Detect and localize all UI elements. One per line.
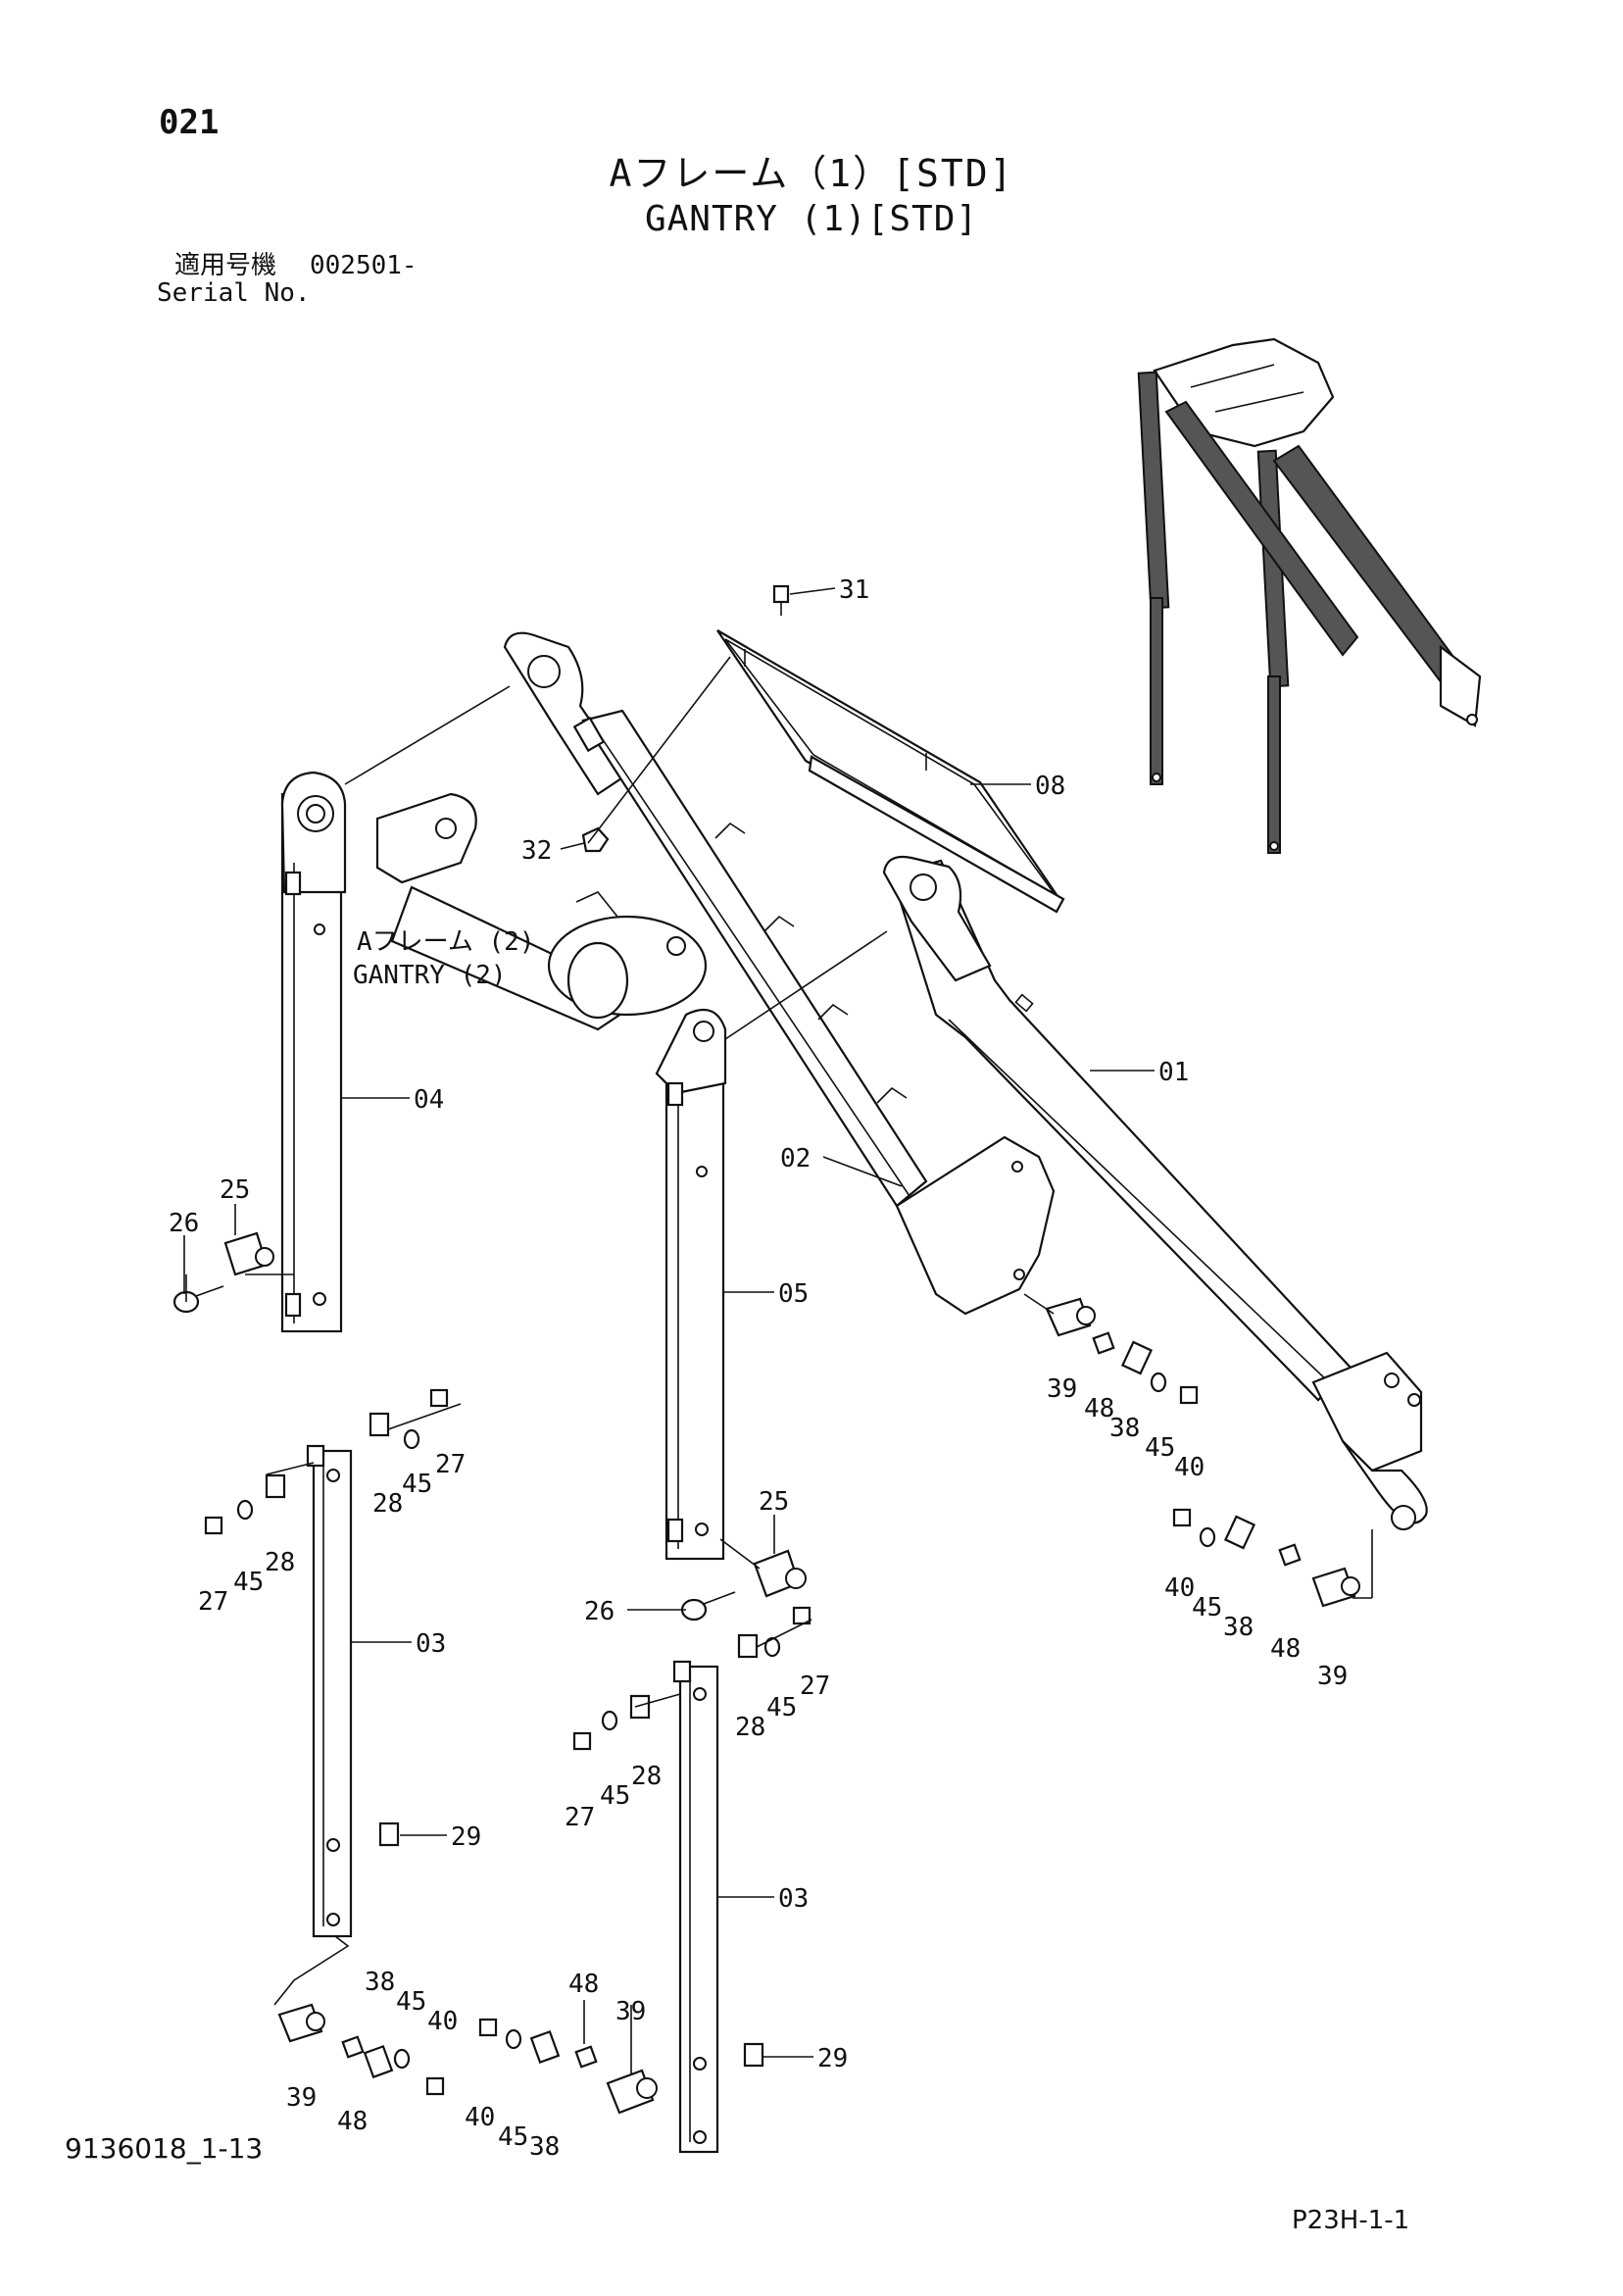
callout-40: 40 — [1174, 1453, 1205, 1482]
callout-28: 28 — [265, 1548, 295, 1577]
part-04-arm — [280, 771, 347, 1333]
callout-40: 40 — [465, 2103, 495, 2132]
callout-45: 45 — [1192, 1593, 1222, 1622]
callout-38: 38 — [1109, 1414, 1140, 1443]
callout-03: 03 — [778, 1884, 809, 1914]
callout-27: 27 — [565, 1803, 595, 1832]
callout-38: 38 — [529, 2132, 560, 2162]
callout-48: 48 — [337, 2107, 368, 2136]
part-08-plate — [716, 629, 1065, 914]
gantry-2-reference-label-english: GANTRY (2) — [353, 961, 507, 990]
callout-32: 32 — [521, 836, 552, 866]
part-01-arm — [882, 855, 1428, 1530]
callout-40: 40 — [1164, 1573, 1195, 1603]
callout-27: 27 — [198, 1587, 228, 1617]
callout-28: 28 — [372, 1489, 403, 1519]
callout-45: 45 — [600, 1781, 630, 1811]
page-code: 021 — [159, 103, 220, 142]
title-english: GANTRY (1)[STD] — [644, 199, 979, 239]
callout-48: 48 — [1270, 1634, 1301, 1664]
callout-26: 26 — [584, 1597, 615, 1626]
callout-38: 38 — [365, 1968, 395, 1997]
serial-label-japanese: 適用号機 — [174, 251, 277, 280]
callout-39: 39 — [286, 2083, 317, 2113]
callout-45: 45 — [396, 1987, 426, 2017]
callout-28: 28 — [631, 1762, 662, 1791]
callout-leaders — [183, 587, 1155, 2073]
callout-45: 45 — [1145, 1433, 1175, 1463]
callout-40: 40 — [427, 2007, 458, 2036]
part-05-arm — [655, 1008, 727, 1561]
document-code: 9136018_1-13 — [65, 2132, 264, 2165]
serial-value: 002501- — [310, 251, 418, 280]
part-02-arm — [503, 631, 1056, 1316]
page-reference: P23H-1-1 — [1292, 2206, 1410, 2235]
part-03-link-left — [306, 1444, 353, 1938]
serial-label-english: Serial No. — [157, 278, 311, 308]
callout-27: 27 — [800, 1672, 830, 1701]
assembly-guide-lines — [185, 656, 1373, 2006]
callout-02: 02 — [780, 1144, 811, 1173]
callout-45: 45 — [233, 1568, 264, 1597]
callout-03: 03 — [416, 1629, 446, 1659]
callout-28: 28 — [735, 1713, 765, 1742]
gantry-2-reference-sketch — [375, 792, 708, 1031]
title-japanese: Aフレーム（1）[STD] — [609, 152, 1014, 195]
callout-29: 29 — [817, 2044, 848, 2073]
callout-39: 39 — [615, 1997, 646, 2026]
callout-45: 45 — [402, 1470, 432, 1499]
callout-27: 27 — [435, 1450, 466, 1479]
assembly-thumbnail — [1137, 337, 1482, 854]
callout-38: 38 — [1223, 1613, 1254, 1642]
callout-31: 31 — [839, 575, 869, 605]
callout-25: 25 — [759, 1487, 789, 1517]
callout-08: 08 — [1035, 772, 1065, 801]
callout-39: 39 — [1047, 1374, 1077, 1404]
callout-25: 25 — [220, 1175, 250, 1205]
part-03-link-right — [672, 1660, 719, 2154]
callout-39: 39 — [1317, 1662, 1348, 1691]
gantry-2-reference-label-japanese: Aフレーム (2) — [357, 927, 535, 957]
callout-26: 26 — [169, 1209, 199, 1238]
callout-29: 29 — [451, 1822, 481, 1852]
callout-48: 48 — [1084, 1394, 1114, 1423]
callout-45: 45 — [498, 2122, 528, 2152]
callout-48: 48 — [568, 1970, 599, 1999]
callout-45: 45 — [766, 1693, 797, 1722]
hardware-pins-bolts — [172, 584, 1360, 2115]
callout-05: 05 — [778, 1279, 809, 1309]
callout-numbers: 31 08 32 01 04 02 05 25 26 25 26 39 48 3… — [169, 575, 1348, 2162]
callout-01: 01 — [1158, 1058, 1189, 1087]
callout-04: 04 — [414, 1085, 444, 1115]
